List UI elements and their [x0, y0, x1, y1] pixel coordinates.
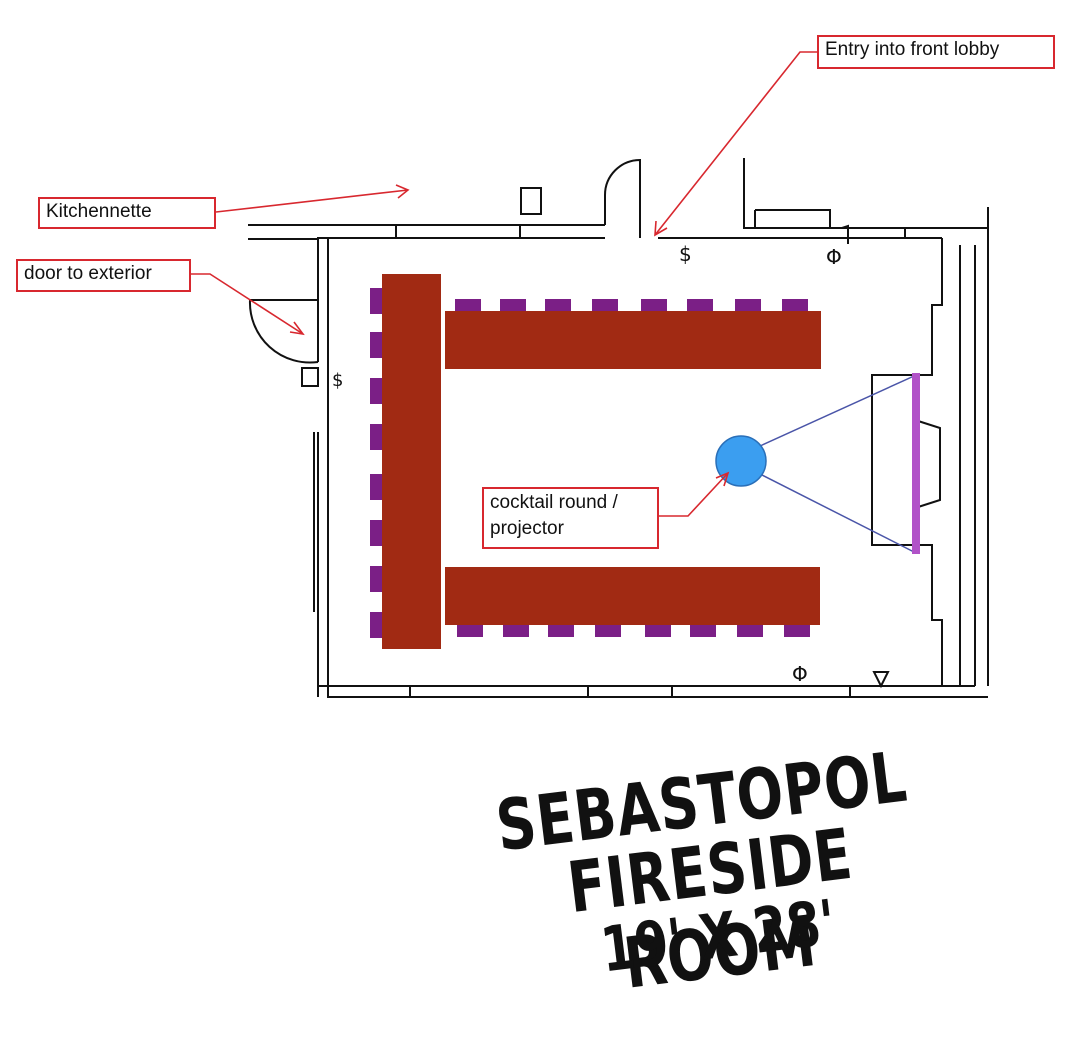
callout-cocktail-round-projector: cocktail round / projector: [482, 487, 659, 549]
chair-left-7: [370, 566, 382, 592]
chairs: [370, 288, 810, 638]
arrow-door: [191, 273, 304, 335]
table-top-2: [633, 311, 821, 369]
chair-left-2: [370, 332, 382, 358]
mark-top-right: [841, 224, 849, 244]
switch-symbol-top: $: [679, 242, 692, 266]
callout-projector-line1: cocktail round /: [490, 492, 618, 513]
projector-setup: [715, 373, 920, 554]
chair-left-5: [370, 474, 382, 500]
chair-bottom-7: [737, 625, 763, 637]
chair-left-6: [370, 520, 382, 546]
chair-left-3: [370, 378, 382, 404]
outlet-symbol-top: Φ: [826, 245, 842, 269]
triangle-symbol: [872, 671, 890, 689]
chair-left-4: [370, 424, 382, 450]
callout-projector-line2: projector: [490, 518, 564, 539]
chair-left-1: [370, 288, 382, 314]
callout-door-to-exterior: door to exterior: [16, 259, 191, 292]
table-bottom-2: [632, 567, 820, 625]
arrow-projector: [659, 472, 729, 517]
chair-top-8: [782, 299, 808, 311]
chair-top-3: [545, 299, 571, 311]
projection-screen: [912, 373, 920, 554]
chair-top-7: [735, 299, 761, 311]
arrow-kitchen: [215, 189, 409, 213]
switch-symbol-left: $: [332, 370, 343, 391]
table-bottom-1: [445, 567, 632, 625]
callout-entry-front-lobby: Entry into front lobby: [817, 35, 1055, 69]
chair-top-2: [500, 299, 526, 311]
table-top-1: [445, 311, 633, 369]
beam-top: [759, 375, 915, 447]
tables: [382, 274, 821, 649]
table-left-lower: [382, 463, 441, 649]
chair-top-5: [641, 299, 667, 311]
walls: [248, 158, 989, 698]
chair-bottom-1: [457, 625, 483, 637]
chair-bottom-2: [503, 625, 529, 637]
floor-plan: $ $ Φ Φ: [191, 51, 989, 698]
callout-arrows: [191, 51, 817, 517]
chair-bottom-6: [690, 625, 716, 637]
chair-bottom-8: [784, 625, 810, 637]
callout-kitchenette: Kitchennette: [38, 197, 216, 229]
chair-bottom-4: [595, 625, 621, 637]
chair-top-1: [455, 299, 481, 311]
chair-top-4: [592, 299, 618, 311]
chair-bottom-3: [548, 625, 574, 637]
chair-bottom-5: [645, 625, 671, 637]
beam-bottom: [759, 473, 915, 553]
table-left-upper: [382, 274, 441, 463]
electrical-symbols: $ $ Φ Φ: [332, 224, 890, 689]
chair-top-6: [687, 299, 713, 311]
chair-left-8: [370, 612, 382, 638]
arrow-entry: [654, 51, 817, 236]
outlet-symbol-bottom: Φ: [792, 662, 808, 686]
